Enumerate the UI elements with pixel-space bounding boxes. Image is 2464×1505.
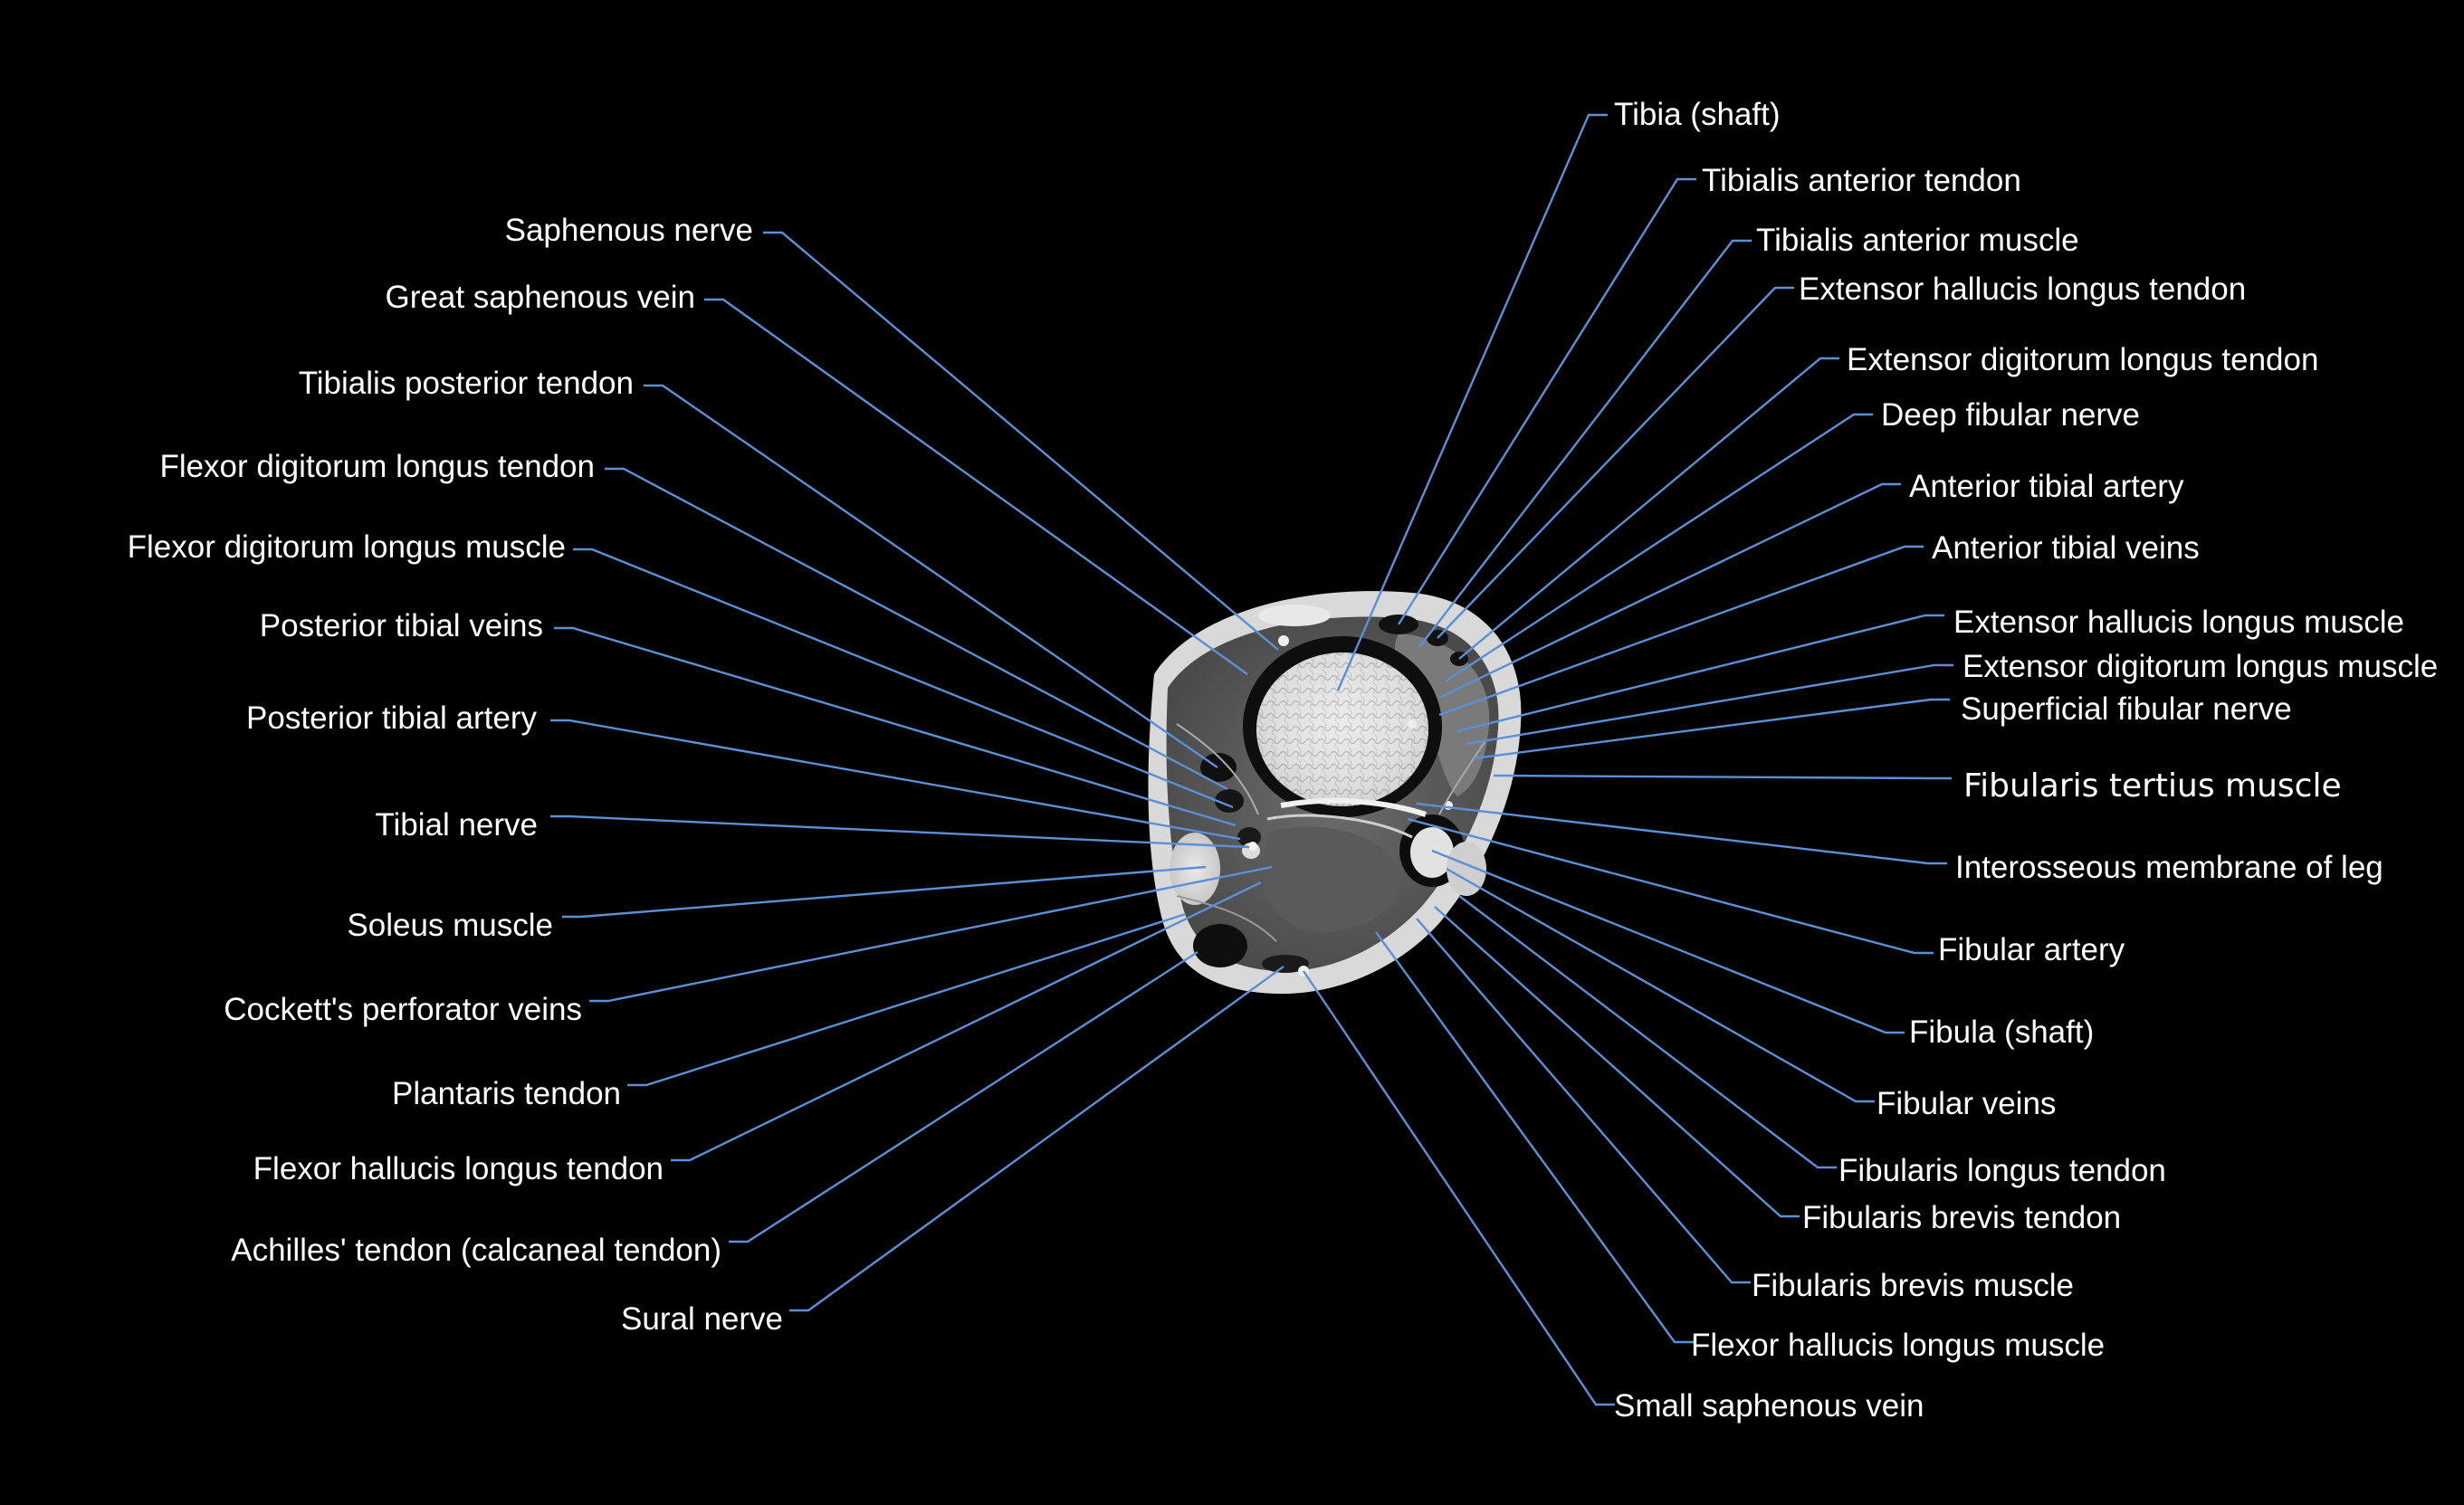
label-tibialis-anterior-muscle: Tibialis anterior muscle <box>1756 223 2079 258</box>
label-great-saphenous-vein: Great saphenous vein <box>386 280 695 315</box>
leader-line <box>1473 698 1950 760</box>
leader-line <box>550 814 1250 849</box>
label-extensor-digitorum-longus-tendon: Extensor digitorum longus tendon <box>1847 342 2318 377</box>
label-posterior-tibial-artery: Posterior tibial artery <box>246 700 537 736</box>
leader-line <box>1438 545 1924 717</box>
label-achilles-tendon: Achilles' tendon (calcaneal tendon) <box>231 1233 721 1268</box>
leader-line <box>550 719 1241 841</box>
leader-line <box>1446 867 1875 1103</box>
label-soleus-muscle: Soleus muscle <box>347 908 553 943</box>
leader-line <box>1434 906 1800 1218</box>
leader-line <box>1418 239 1752 648</box>
leader-line <box>1397 177 1696 625</box>
leader-line <box>671 881 1262 1162</box>
leader-line <box>1416 918 1751 1284</box>
leader-line <box>627 912 1187 1087</box>
leader-line <box>1375 931 1694 1344</box>
leader-line <box>1437 286 1794 639</box>
leader-line <box>1456 614 1944 733</box>
labels-left: Saphenous nerve Great saphenous vein Tib… <box>128 213 783 1337</box>
label-fibularis-brevis-muscle: Fibularis brevis muscle <box>1752 1268 2074 1303</box>
label-anterior-tibial-veins: Anterior tibial veins <box>1932 530 2200 566</box>
label-tibial-nerve: Tibial nerve <box>375 807 538 843</box>
label-sural-nerve: Sural nerve <box>621 1301 783 1337</box>
label-flexor-digitorum-longus-muscle: Flexor digitorum longus muscle <box>128 529 566 565</box>
label-fibular-veins: Fibular veins <box>1877 1086 2056 1121</box>
leader-line <box>1493 774 1952 780</box>
leader-line <box>1431 849 1905 1034</box>
leader-line <box>589 865 1273 1003</box>
leader-line <box>1416 802 1947 865</box>
label-anterior-tibial-artery: Anterior tibial artery <box>1909 469 2184 504</box>
label-extensor-hallucis-longus-muscle: Extensor hallucis longus muscle <box>1953 605 2404 640</box>
leader-line <box>1303 970 1615 1406</box>
leader-line <box>1466 663 1953 746</box>
leader-lines <box>550 113 1953 1406</box>
label-superficial-fibular-nerve: Superficial fibular nerve <box>1961 691 2292 727</box>
leader-line <box>1440 482 1901 699</box>
labels-right: Tibia (shaft) Tibialis anterior tendon T… <box>1614 97 2438 1424</box>
leader-line <box>789 966 1285 1312</box>
label-deep-fibular-nerve: Deep fibular nerve <box>1881 397 2140 433</box>
label-fibula-shaft: Fibula (shaft) <box>1909 1014 2094 1050</box>
leader-line <box>644 384 1218 768</box>
label-flexor-digitorum-longus-tendon: Flexor digitorum longus tendon <box>159 449 595 484</box>
leader-line <box>1446 413 1873 682</box>
leader-line <box>554 626 1237 827</box>
label-flexor-hallucis-longus-muscle: Flexor hallucis longus muscle <box>1691 1328 2105 1363</box>
leader-line <box>1336 113 1608 691</box>
label-flexor-hallucis-longus-tendon: Flexor hallucis longus tendon <box>253 1151 664 1186</box>
leader-line <box>1458 357 1839 660</box>
label-tibialis-posterior-tendon: Tibialis posterior tendon <box>299 366 634 401</box>
label-tibialis-anterior-tendon: Tibialis anterior tendon <box>1702 163 2021 198</box>
leader-line <box>605 467 1228 791</box>
label-posterior-tibial-veins: Posterior tibial veins <box>260 608 543 643</box>
leader-line <box>763 231 1279 651</box>
label-cocketts-perforator-veins: Cockett's perforator veins <box>224 992 582 1027</box>
label-fibularis-tertius-muscle: Fibularis tertius muscle <box>1963 767 2342 805</box>
leader-line <box>704 298 1248 675</box>
label-fibularis-longus-tendon: Fibularis longus tendon <box>1838 1153 2166 1188</box>
label-extensor-digitorum-longus-muscle: Extensor digitorum longus muscle <box>1963 649 2438 684</box>
label-tibia-shaft: Tibia (shaft) <box>1614 97 1780 132</box>
label-fibular-artery: Fibular artery <box>1938 932 2125 967</box>
leader-line <box>562 865 1207 919</box>
label-extensor-hallucis-longus-tendon: Extensor hallucis longus tendon <box>1799 271 2246 307</box>
label-interosseous-membrane-of-leg: Interosseous membrane of leg <box>1955 850 2383 885</box>
label-small-saphenous-vein: Small saphenous vein <box>1614 1388 1924 1424</box>
label-saphenous-nerve: Saphenous nerve <box>505 213 753 248</box>
leader-line <box>573 548 1234 809</box>
leader-line <box>729 950 1199 1243</box>
label-plantaris-tendon: Plantaris tendon <box>392 1076 621 1111</box>
leader-line <box>1407 817 1934 955</box>
label-fibularis-brevis-tendon: Fibularis brevis tendon <box>1802 1200 2121 1235</box>
leader-line <box>1458 895 1837 1169</box>
